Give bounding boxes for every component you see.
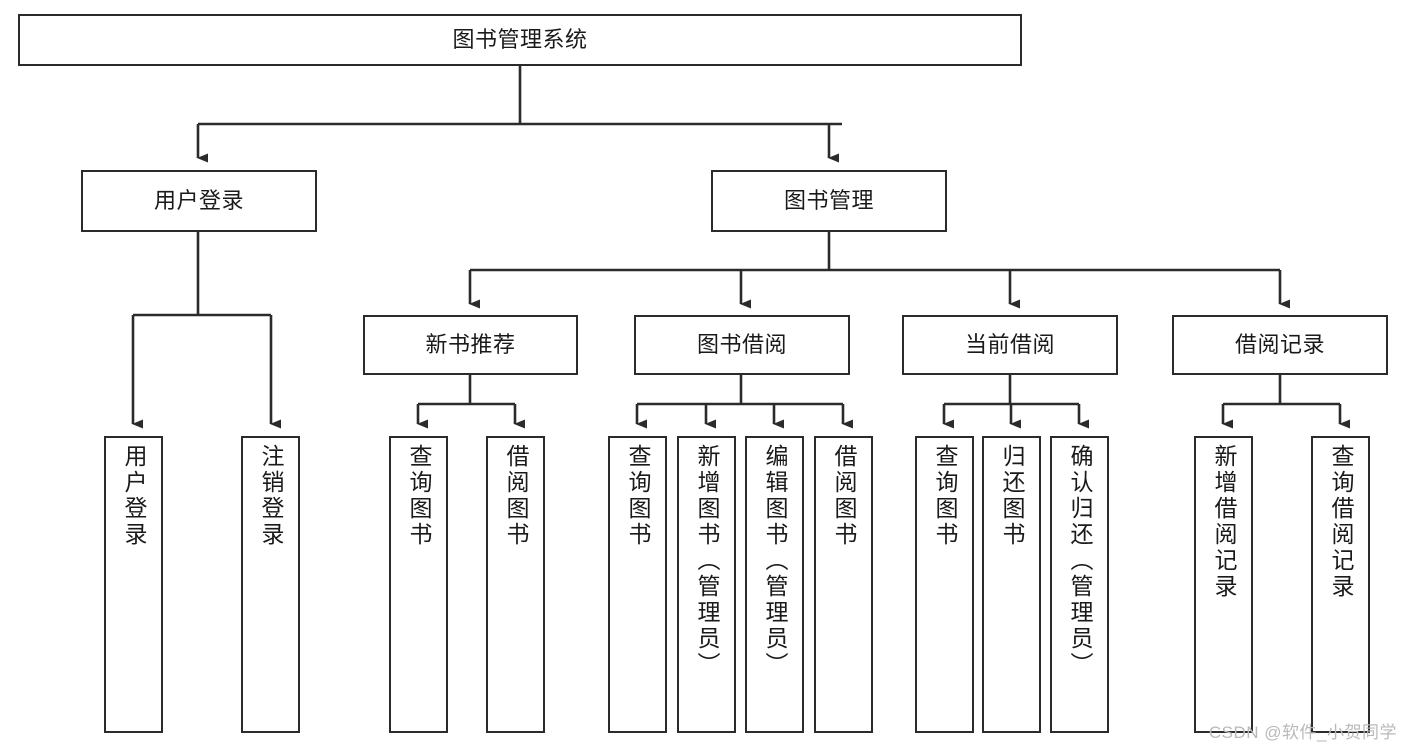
node-label: 确认归还（管理员） <box>1067 444 1093 678</box>
node-label: 编辑图书（管理员） <box>762 444 788 678</box>
node-current-borrowing[interactable]: 当前借阅 <box>902 315 1118 375</box>
leaf-query-book-borrow[interactable]: 查询图书 <box>608 436 667 733</box>
leaf-add-book-admin[interactable]: 新增图书（管理员） <box>677 436 736 733</box>
leaf-add-borrow-record[interactable]: 新增借阅记录 <box>1194 436 1253 733</box>
node-label: 查询借阅记录 <box>1328 444 1354 600</box>
node-label: 图书管理系统 <box>452 27 588 53</box>
node-label: 归还图书 <box>999 444 1025 548</box>
node-book-management[interactable]: 图书管理 <box>711 170 947 232</box>
node-label: 查询图书 <box>625 444 651 548</box>
node-label: 图书借阅 <box>696 332 787 358</box>
leaf-edit-book-admin[interactable]: 编辑图书（管理员） <box>745 436 804 733</box>
leaf-confirm-return-admin[interactable]: 确认归还（管理员） <box>1050 436 1109 733</box>
leaf-return-book[interactable]: 归还图书 <box>982 436 1041 733</box>
node-label: 新书推荐 <box>425 332 516 358</box>
node-label: 用户登录 <box>121 444 147 548</box>
leaf-query-borrow-record[interactable]: 查询借阅记录 <box>1311 436 1370 733</box>
node-label: 新增借阅记录 <box>1211 444 1237 600</box>
node-new-book-recommendation[interactable]: 新书推荐 <box>363 315 578 375</box>
node-label: 借阅图书 <box>831 444 857 548</box>
node-label: 查询图书 <box>932 444 958 548</box>
node-label: 用户登录 <box>153 188 244 214</box>
leaf-user-login[interactable]: 用户登录 <box>104 436 163 733</box>
node-root-library-management-system[interactable]: 图书管理系统 <box>18 14 1022 66</box>
node-borrowing-record[interactable]: 借阅记录 <box>1172 315 1388 375</box>
node-label: 当前借阅 <box>964 332 1055 358</box>
leaf-query-book-current[interactable]: 查询图书 <box>915 436 974 733</box>
node-label: 注销登录 <box>258 444 284 548</box>
node-label: 新增图书（管理员） <box>694 444 720 678</box>
leaf-borrow-book-recommend[interactable]: 借阅图书 <box>486 436 545 733</box>
node-book-borrowing[interactable]: 图书借阅 <box>634 315 850 375</box>
node-label: 查询图书 <box>406 444 432 548</box>
node-label: 图书管理 <box>783 188 874 214</box>
leaf-logout[interactable]: 注销登录 <box>241 436 300 733</box>
leaf-query-book-recommend[interactable]: 查询图书 <box>389 436 448 733</box>
node-label: 借阅图书 <box>503 444 529 548</box>
node-user-login[interactable]: 用户登录 <box>81 170 317 232</box>
leaf-borrow-book[interactable]: 借阅图书 <box>814 436 873 733</box>
node-label: 借阅记录 <box>1234 332 1325 358</box>
